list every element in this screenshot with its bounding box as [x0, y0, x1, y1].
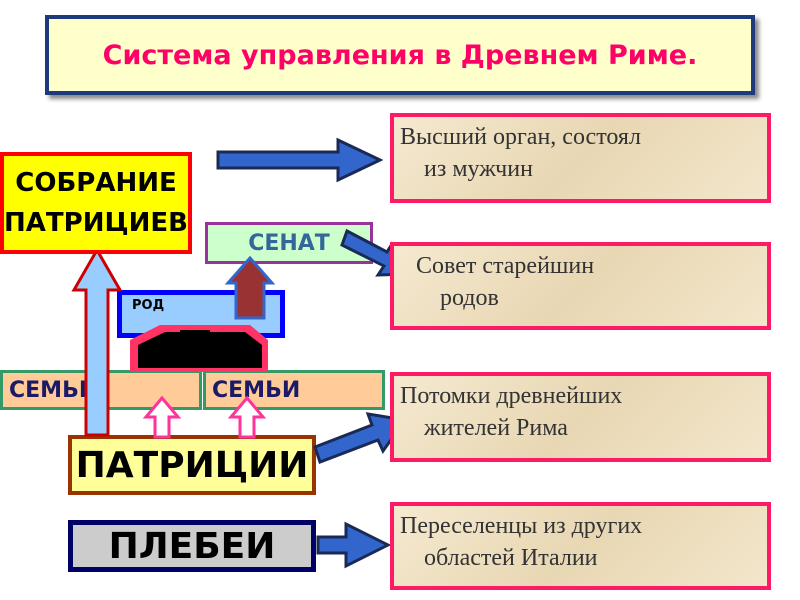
patricii-label: ПАТРИЦИИ	[75, 444, 309, 486]
tall-up-arrow	[71, 246, 123, 437]
semi-up-arrow-right	[227, 395, 267, 439]
desc-sobranie: Высший орган, состоял из мужчин	[390, 113, 771, 203]
page-title: Система управления в Древнем Риме.	[102, 39, 698, 71]
desc-senat-line2: родов	[440, 285, 499, 311]
rod-up-arrow	[224, 255, 276, 320]
arrow-to-desc-1	[216, 137, 384, 183]
sobranie-label-line2: ПАТРИЦИЕВ	[4, 208, 188, 238]
semi-right-box: СЕМЬИ	[203, 370, 385, 410]
plebei-box: ПЛЕБЕИ	[68, 520, 316, 572]
semi-up-arrow-left	[142, 395, 182, 439]
desc-patricii: Потомки древнейших жителей Рима	[390, 372, 771, 462]
sobranie-box: СОБРАНИЕ ПАТРИЦИЕВ	[0, 152, 192, 254]
desc-patricii-line2: жителей Рима	[424, 415, 568, 441]
sobranie-label-line1: СОБРАНИЕ	[15, 168, 177, 198]
rod-roof-top	[180, 330, 210, 344]
senat-label: СЕНАТ	[248, 230, 330, 256]
rod-roof-inner	[138, 332, 262, 368]
arrow-to-desc-4	[316, 521, 392, 569]
desc-plebei-line2: областей Италии	[424, 545, 598, 571]
patricii-box: ПАТРИЦИИ	[68, 435, 316, 495]
title-box: Система управления в Древнем Риме.	[45, 15, 755, 95]
plebei-label: ПЛЕБЕИ	[108, 525, 276, 567]
desc-senat: Совет старейшин родов	[390, 242, 771, 330]
desc-plebei: Переселенцы из других областей Италии	[390, 502, 771, 590]
desc-sobranie-line2: из мужчин	[424, 156, 533, 182]
desc-plebei-line1: Переселенцы из других	[400, 513, 643, 539]
rod-label: РОД	[132, 298, 165, 313]
semi-right-label: СЕМЬИ	[212, 377, 301, 403]
desc-patricii-line1: Потомки древнейших	[400, 383, 623, 409]
desc-sobranie-line1: Высший орган, состоял	[400, 124, 641, 150]
semi-left-label: СЕМЬИ	[9, 377, 98, 403]
desc-senat-line1: Совет старейшин	[416, 253, 595, 279]
